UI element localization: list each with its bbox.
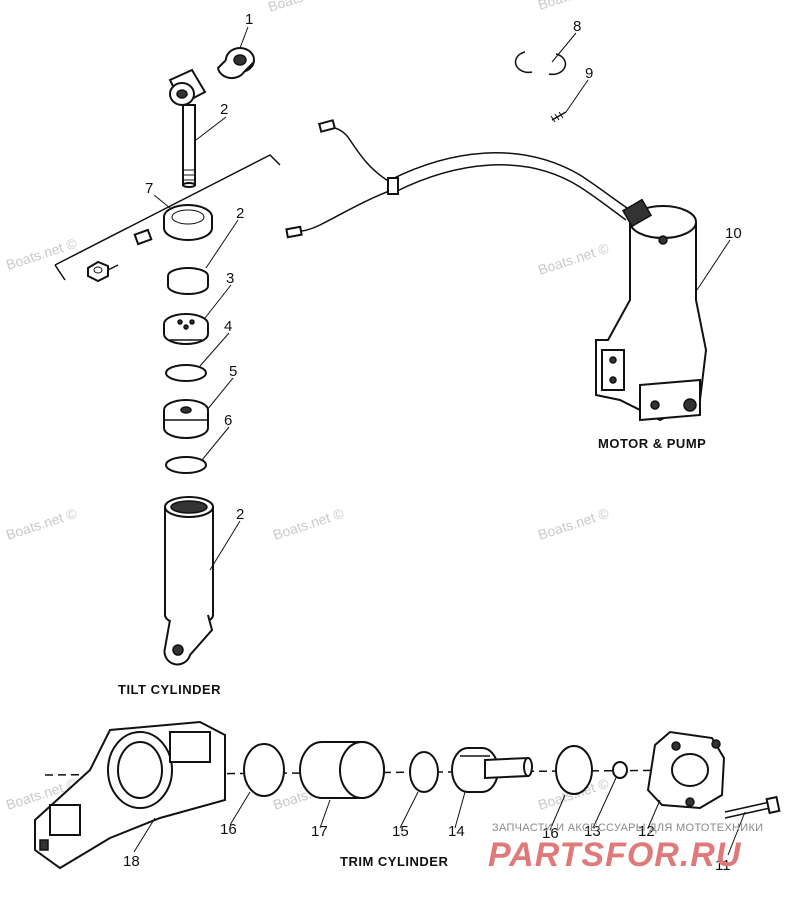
part-o-ring bbox=[165, 364, 207, 382]
part-sleeve bbox=[299, 741, 385, 799]
hex-bolt bbox=[87, 260, 119, 283]
watermark: Boats.net © bbox=[536, 240, 611, 278]
callout-1: 1 bbox=[245, 11, 253, 28]
callouts: 1 2 7 2 3 4 5 6 2 8 9 10 18 16 17 15 14 … bbox=[123, 11, 742, 874]
callout-12: 12 bbox=[638, 823, 655, 840]
part-screw bbox=[550, 111, 567, 123]
watermark: Boats.net © bbox=[536, 505, 611, 543]
brand-watermark: ЗАПЧАСТИ И АКСЕССУАРЫ ДЛЯ МОТОТЕХНИКИ PA… bbox=[488, 822, 763, 874]
watermark-group: Boats.net © Boats.net © Boats.net © Boat… bbox=[4, 0, 611, 813]
callout-4: 4 bbox=[224, 318, 232, 335]
callout-2: 2 bbox=[236, 205, 244, 222]
part-trim-housing bbox=[34, 720, 226, 870]
wire-harness bbox=[285, 119, 631, 239]
callout-8: 8 bbox=[573, 18, 581, 35]
callout-6: 6 bbox=[224, 412, 232, 429]
part-eye-rod bbox=[168, 68, 207, 188]
callout-9: 9 bbox=[585, 65, 593, 82]
watermark: Boats.net © bbox=[4, 505, 79, 543]
part-piston bbox=[163, 399, 209, 439]
caption-tilt-cylinder: TILT CYLINDER bbox=[118, 682, 221, 697]
part-motor bbox=[595, 198, 708, 422]
caption-motor-pump: MOTOR & PUMP bbox=[598, 436, 706, 451]
part-gland bbox=[163, 313, 209, 345]
callout-13: 13 bbox=[584, 823, 601, 840]
watermark: Boats.net © bbox=[266, 0, 341, 15]
callout-2: 2 bbox=[236, 506, 244, 523]
part-o-ring bbox=[165, 456, 207, 474]
part-clamp bbox=[54, 154, 281, 283]
part-trim-rod bbox=[451, 747, 533, 793]
part-end-cap bbox=[646, 730, 726, 810]
part-bolt bbox=[724, 795, 781, 819]
part-seal bbox=[555, 745, 593, 795]
watermark: Boats.net © bbox=[271, 505, 346, 543]
callout-16: 16 bbox=[542, 825, 559, 842]
caption-trim-cylinder: TRIM CYLINDER bbox=[340, 854, 448, 869]
part-o-ring bbox=[409, 751, 439, 793]
brand-logo: PARTSFOR.RU bbox=[488, 836, 742, 874]
part-seal bbox=[243, 743, 285, 797]
callout-7: 7 bbox=[145, 180, 153, 197]
part-bushing bbox=[216, 47, 255, 80]
part-tilt-cylinder-body bbox=[163, 496, 214, 666]
callout-5: 5 bbox=[229, 363, 237, 380]
part-cap bbox=[167, 267, 209, 295]
callout-10: 10 bbox=[725, 225, 742, 242]
callout-2: 2 bbox=[220, 101, 228, 118]
callout-3: 3 bbox=[226, 270, 234, 287]
callout-17: 17 bbox=[311, 823, 328, 840]
callout-18: 18 bbox=[123, 853, 140, 870]
leader-lines bbox=[133, 26, 746, 856]
part-snap-rings bbox=[514, 51, 567, 76]
callout-15: 15 bbox=[392, 823, 409, 840]
brand-tagline: ЗАПЧАСТИ И АКСЕССУАРЫ ДЛЯ МОТОТЕХНИКИ bbox=[492, 822, 763, 834]
callout-14: 14 bbox=[448, 823, 465, 840]
watermark: Boats.net © bbox=[536, 0, 611, 13]
watermark: Boats.net © bbox=[4, 235, 79, 273]
callout-11: 11 bbox=[715, 857, 731, 874]
callout-16: 16 bbox=[220, 821, 237, 838]
part-ball bbox=[612, 761, 628, 779]
